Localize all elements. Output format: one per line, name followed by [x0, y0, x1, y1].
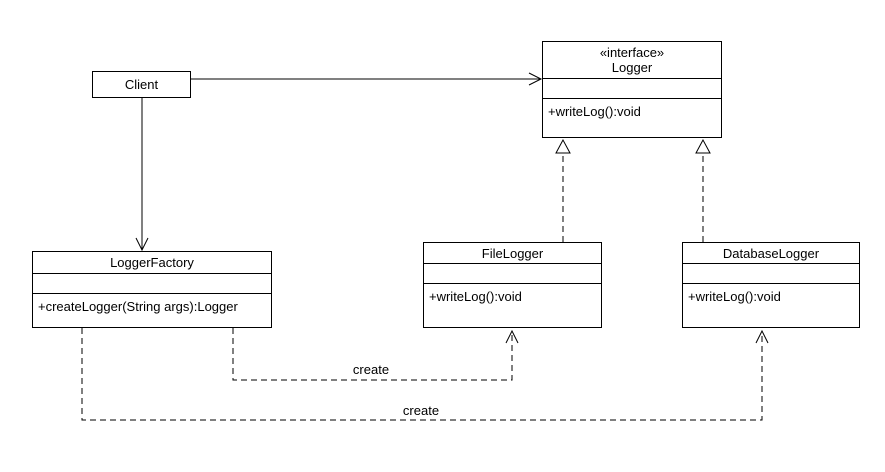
hollow-triangle-arrowhead-icon — [555, 138, 571, 154]
class-logger-stereotype: «interface» — [599, 45, 665, 60]
method-label: +writeLog():void — [429, 289, 522, 304]
edge-label-create-filelogger: create — [341, 363, 401, 376]
method-label: +writeLog():void — [548, 104, 641, 119]
edge-factory-creates-filelogger — [232, 328, 519, 381]
class-loggerfactory-name: LoggerFactory — [33, 252, 271, 274]
class-databaselogger-attributes — [683, 264, 859, 284]
class-logger-name: Logger — [611, 60, 653, 75]
hollow-triangle-arrowhead-icon — [695, 138, 711, 154]
method-label: +writeLog():void — [688, 289, 781, 304]
edge-client-to-logger-association — [191, 72, 543, 86]
edge-client-to-factory-association — [135, 98, 149, 252]
edge-filelogger-realizes-logger — [555, 138, 571, 242]
open-arrowhead-right-icon — [528, 72, 543, 86]
class-loggerfactory: LoggerFactory +createLogger(String args)… — [32, 251, 272, 328]
class-client-name: Client — [124, 77, 159, 92]
class-loggerfactory-methods: +createLogger(String args):Logger — [33, 294, 271, 327]
class-filelogger-methods: +writeLog():void — [424, 284, 601, 327]
class-logger: «interface» Logger +writeLog():void — [542, 41, 722, 138]
class-loggerfactory-attributes — [33, 274, 271, 294]
edge-databaselogger-realizes-logger — [695, 138, 711, 242]
class-databaselogger-name: DatabaseLogger — [683, 243, 859, 264]
class-logger-attributes — [543, 79, 721, 99]
open-arrowhead-up-icon — [505, 329, 519, 344]
method-label: +createLogger(String args):Logger — [38, 299, 238, 314]
class-databaselogger-methods: +writeLog():void — [683, 284, 859, 327]
class-databaselogger: DatabaseLogger +writeLog():void — [682, 242, 860, 328]
edge-label-create-databaselogger: create — [391, 404, 451, 417]
class-logger-title: «interface» Logger — [543, 42, 721, 79]
edge-factory-creates-databaselogger — [81, 328, 769, 421]
class-filelogger-attributes — [424, 264, 601, 284]
class-client: Client — [92, 71, 191, 98]
open-arrowhead-up-icon — [755, 329, 769, 344]
class-filelogger-name: FileLogger — [424, 243, 601, 264]
open-arrowhead-down-icon — [135, 237, 149, 252]
class-filelogger: FileLogger +writeLog():void — [423, 242, 602, 328]
class-logger-methods: +writeLog():void — [543, 99, 721, 137]
